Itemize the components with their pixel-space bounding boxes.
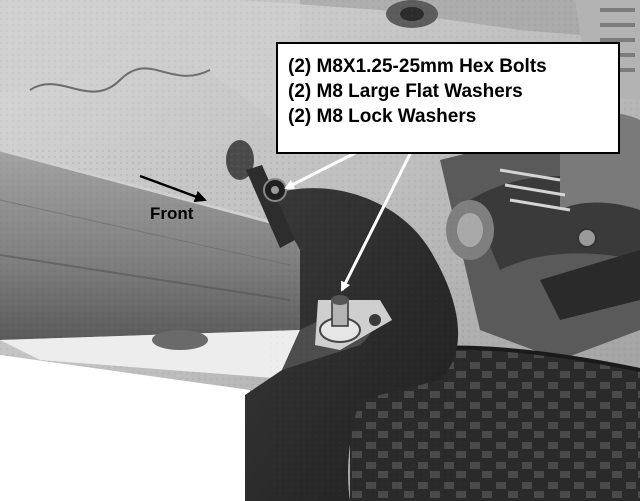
front-label: Front (150, 204, 194, 223)
callout-line-hex-bolts: (2) M8X1.25-25mm Hex Bolts (288, 56, 547, 77)
mounting-bracket (246, 165, 392, 350)
callout-line-flat-washers: (2) M8 Large Flat Washers (288, 81, 523, 102)
front-direction-arrow-icon (139, 174, 207, 203)
callout-line-lock-washers: (2) M8 Lock Washers (288, 106, 477, 127)
mud-flap (245, 188, 470, 501)
cutout-area (0, 355, 250, 501)
hardware-callout: (2) M8X1.25-25mm Hex Bolts (2) M8 Large … (276, 42, 620, 154)
rocker-panel (0, 148, 301, 380)
leader-arrow-upper (284, 146, 366, 190)
leader-arrow-lower (340, 149, 414, 292)
leader-arrows (284, 146, 414, 292)
